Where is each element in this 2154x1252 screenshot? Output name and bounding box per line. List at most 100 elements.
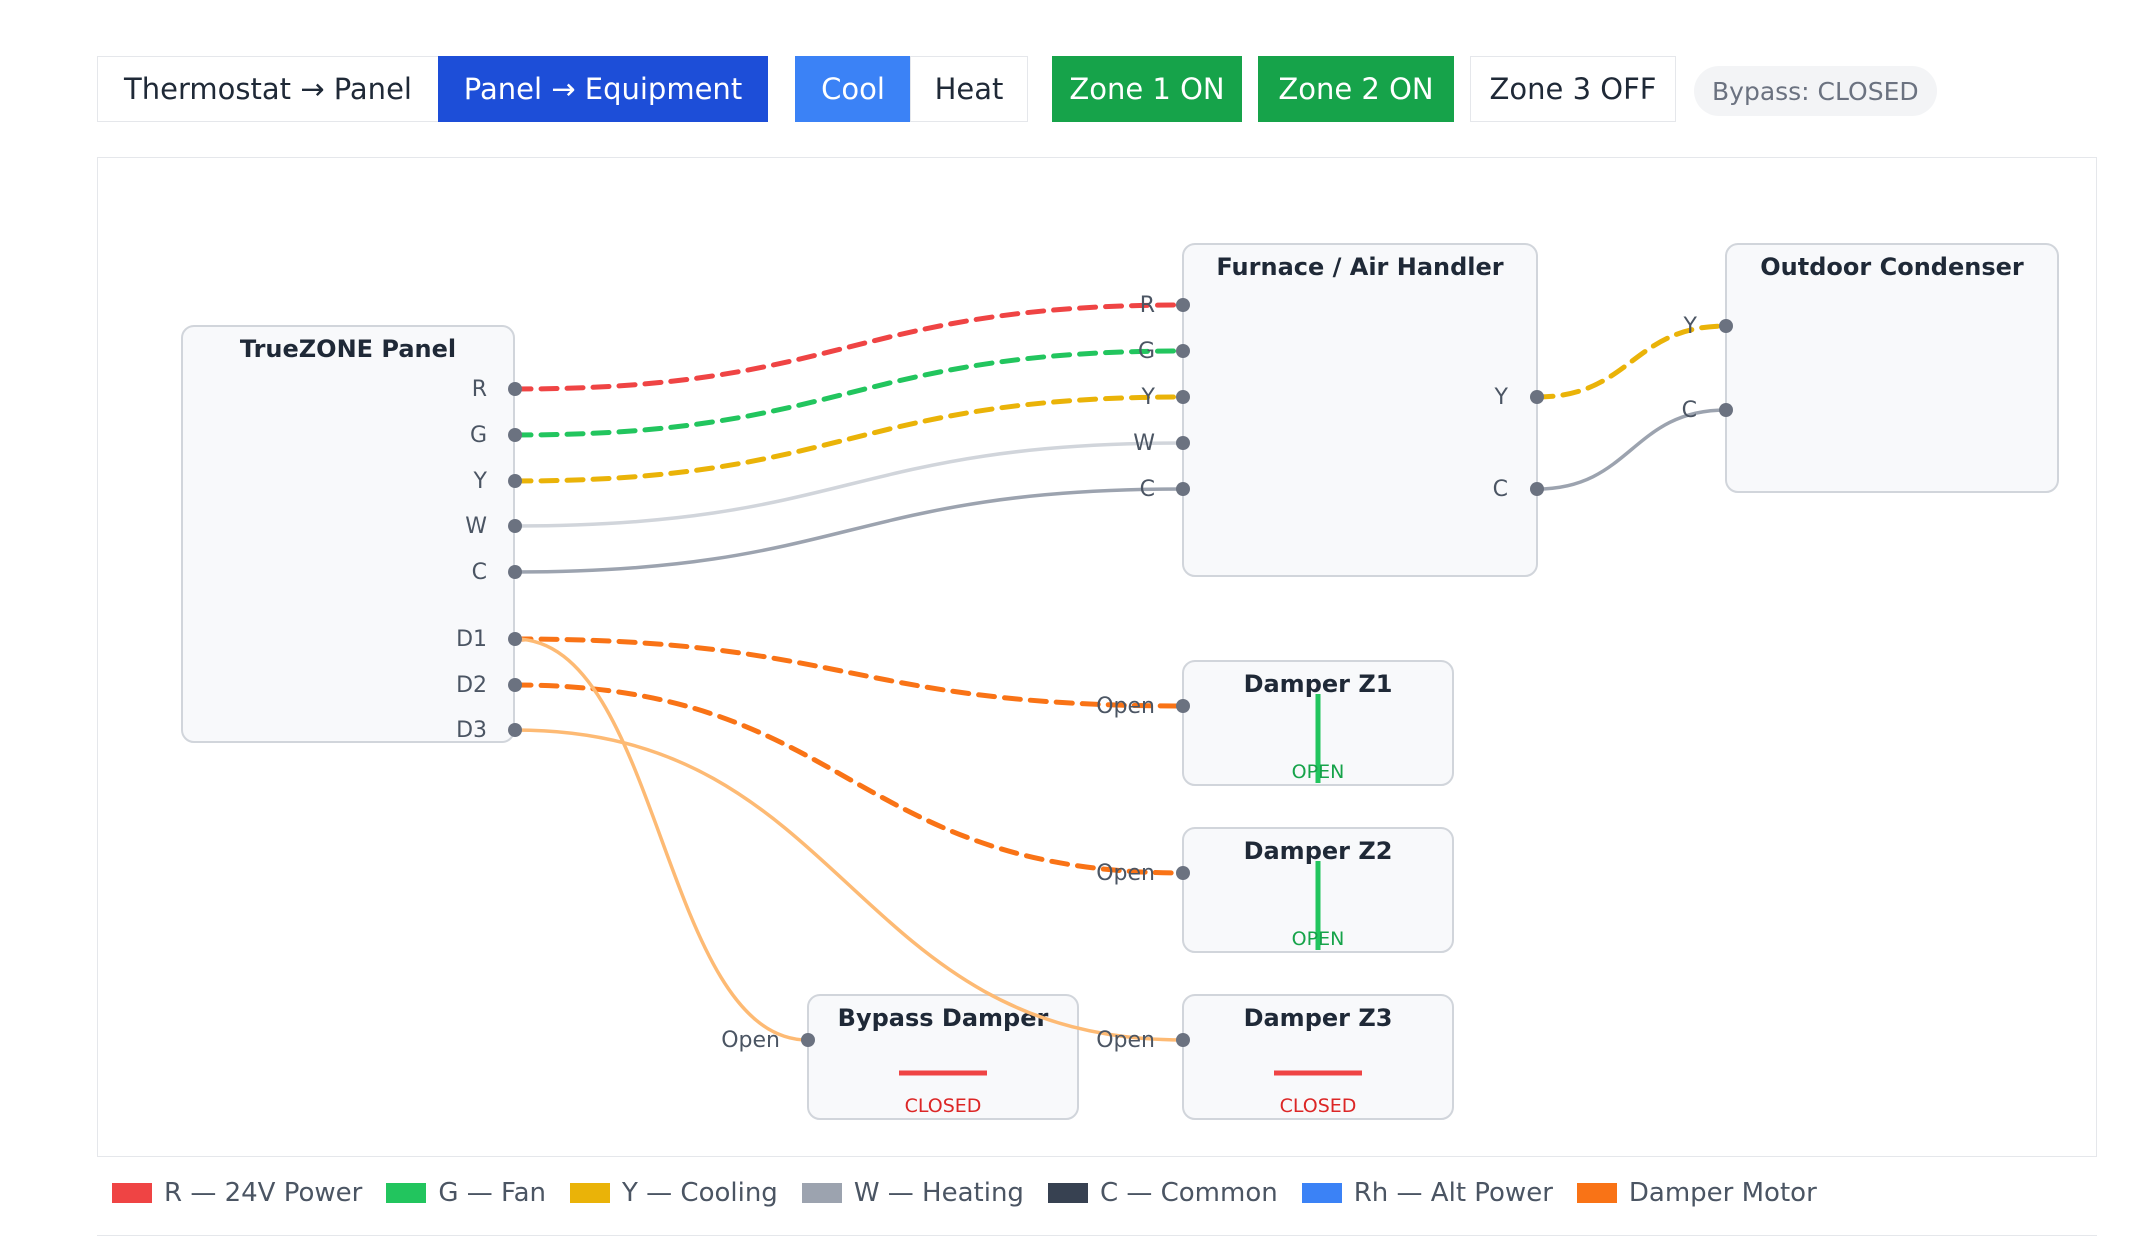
panel-pin-g [508, 428, 522, 442]
damper-z1-pin [1176, 699, 1190, 713]
legend-swatch-rh [1301, 1183, 1342, 1203]
wire-r [512, 302, 1186, 392]
furnace-out-pin-c [1530, 482, 1544, 496]
furnace-in-terminal-r: R [1140, 293, 1155, 318]
panel-pin-d2 [508, 678, 522, 692]
legend-label-rh: Rh — Alt Power [1353, 1178, 1553, 1208]
damper-z1-port-label: Open [1096, 694, 1155, 719]
damper-z3-title: Damper Z3 [1244, 1004, 1393, 1032]
panel-terminal-c: C [472, 560, 487, 585]
bypass-port-label: Open [721, 1028, 780, 1053]
mode-heat-button[interactable]: Heat [910, 56, 1028, 122]
legend-swatch-c [1047, 1183, 1088, 1203]
furnace-out-pin-y [1530, 390, 1544, 404]
damper-z3-box [1182, 994, 1454, 1120]
panel-pin-w [508, 519, 522, 533]
zone3-toggle[interactable]: Zone 3 OFF [1470, 56, 1676, 122]
condenser-title: Outdoor Condenser [1760, 253, 2024, 281]
furnace-in-pin-c [1176, 482, 1190, 496]
legend-item-r: R — 24V Power [112, 1178, 362, 1208]
legend-label-g: G — Fan [438, 1178, 546, 1208]
furnace-in-pin-w [1176, 436, 1190, 450]
damper-z2-title: Damper Z2 [1244, 837, 1393, 865]
furnace-in-terminal-c: C [1140, 477, 1155, 502]
panel-terminal-r: R [472, 377, 487, 402]
wire-w [513, 441, 1185, 528]
wire-g [512, 348, 1186, 438]
legend-item-rh: Rh — Alt Power [1301, 1178, 1553, 1208]
wire-legend: R — 24V Power G — Fan Y — Cooling W — He… [112, 1178, 1841, 1208]
panel-terminal-d1: D1 [456, 627, 487, 652]
legend-label-r: R — 24V Power [164, 1178, 363, 1208]
furnace-in-terminal-y: Y [1141, 385, 1156, 410]
legend-item-g: G — Fan [386, 1178, 546, 1208]
condenser-terminal-y: Y [1683, 314, 1698, 339]
furnace-in-pin-r [1176, 298, 1190, 312]
panel-terminal-y: Y [473, 469, 488, 494]
view-thermostat-panel-button[interactable]: Thermostat → Panel [97, 56, 439, 122]
panel-terminal-w: W [465, 514, 487, 539]
panel-terminal-g: G [470, 423, 487, 448]
furnace-in-terminal-w: W [1133, 431, 1155, 456]
damper-z3-state: CLOSED [1280, 1095, 1357, 1117]
panel-pin-y [508, 474, 522, 488]
wiring-diagram-canvas [97, 157, 2097, 1157]
condenser-pin-c [1719, 403, 1733, 417]
wire-y [512, 394, 1186, 484]
damper-z1-state: OPEN [1292, 761, 1345, 783]
panel-terminal-d2: D2 [456, 673, 487, 698]
legend-label-y: Y — Cooling [622, 1178, 778, 1208]
legend-swatch-g [386, 1183, 427, 1203]
wire-bypass [513, 637, 810, 1042]
legend-label-damper: Damper Motor [1628, 1178, 1817, 1208]
legend-label-c: C — Common [1099, 1178, 1278, 1208]
wire-y-condenser [1534, 323, 1729, 400]
panel-pin-r [508, 382, 522, 396]
condenser-box [1725, 243, 2059, 493]
wire-d1 [512, 636, 1186, 709]
condenser-pin-y [1719, 319, 1733, 333]
legend-item-c: C — Common [1047, 1178, 1278, 1208]
legend-label-w: W — Heating [853, 1178, 1024, 1208]
panel-pin-c [508, 565, 522, 579]
furnace-in-terminal-g: G [1138, 339, 1155, 364]
zone2-toggle[interactable]: Zone 2 ON [1258, 56, 1454, 122]
furnace-box [1182, 243, 1538, 577]
legend-item-y: Y — Cooling [570, 1178, 778, 1208]
panel-pin-d1 [508, 632, 522, 646]
bypass-damper-box [807, 994, 1079, 1120]
damper-z3-pin [1176, 1033, 1190, 1047]
bypass-damper-title: Bypass Damper [838, 1004, 1049, 1032]
bypass-state: CLOSED [905, 1095, 982, 1117]
bypass-pin [801, 1033, 815, 1047]
legend-swatch-y [570, 1183, 610, 1203]
damper-z3-port-label: Open [1096, 1028, 1155, 1053]
wire-d2 [512, 682, 1186, 876]
wire-d3 [513, 728, 1185, 1042]
wire-c-condenser [1535, 408, 1728, 491]
furnace-out-terminal-c: C [1493, 477, 1508, 502]
furnace-out-terminal-y: Y [1494, 385, 1509, 410]
bypass-status-badge: Bypass: CLOSED [1694, 66, 1937, 116]
furnace-in-pin-y [1176, 390, 1190, 404]
truezone-panel-box [181, 325, 515, 743]
truezone-panel-title: TrueZONE Panel [240, 335, 456, 363]
panel-pin-d3 [508, 723, 522, 737]
zone1-toggle[interactable]: Zone 1 ON [1052, 56, 1242, 122]
view-panel-equipment-button[interactable]: Panel → Equipment [438, 56, 768, 122]
legend-swatch-r [112, 1183, 152, 1203]
damper-z2-state: OPEN [1292, 928, 1345, 950]
damper-z1-title: Damper Z1 [1244, 670, 1393, 698]
furnace-in-pin-g [1176, 344, 1190, 358]
legend-item-w: W — Heating [801, 1178, 1024, 1208]
legend-swatch-w [801, 1183, 842, 1203]
damper-z2-pin [1176, 866, 1190, 880]
wire-c [513, 487, 1185, 574]
panel-terminal-d3: D3 [456, 718, 487, 743]
furnace-title: Furnace / Air Handler [1216, 253, 1503, 281]
condenser-terminal-c: C [1682, 398, 1697, 423]
legend-swatch-damper [1576, 1183, 1617, 1203]
mode-cool-button[interactable]: Cool [795, 56, 911, 122]
legend-item-damper: Damper Motor [1576, 1178, 1817, 1208]
